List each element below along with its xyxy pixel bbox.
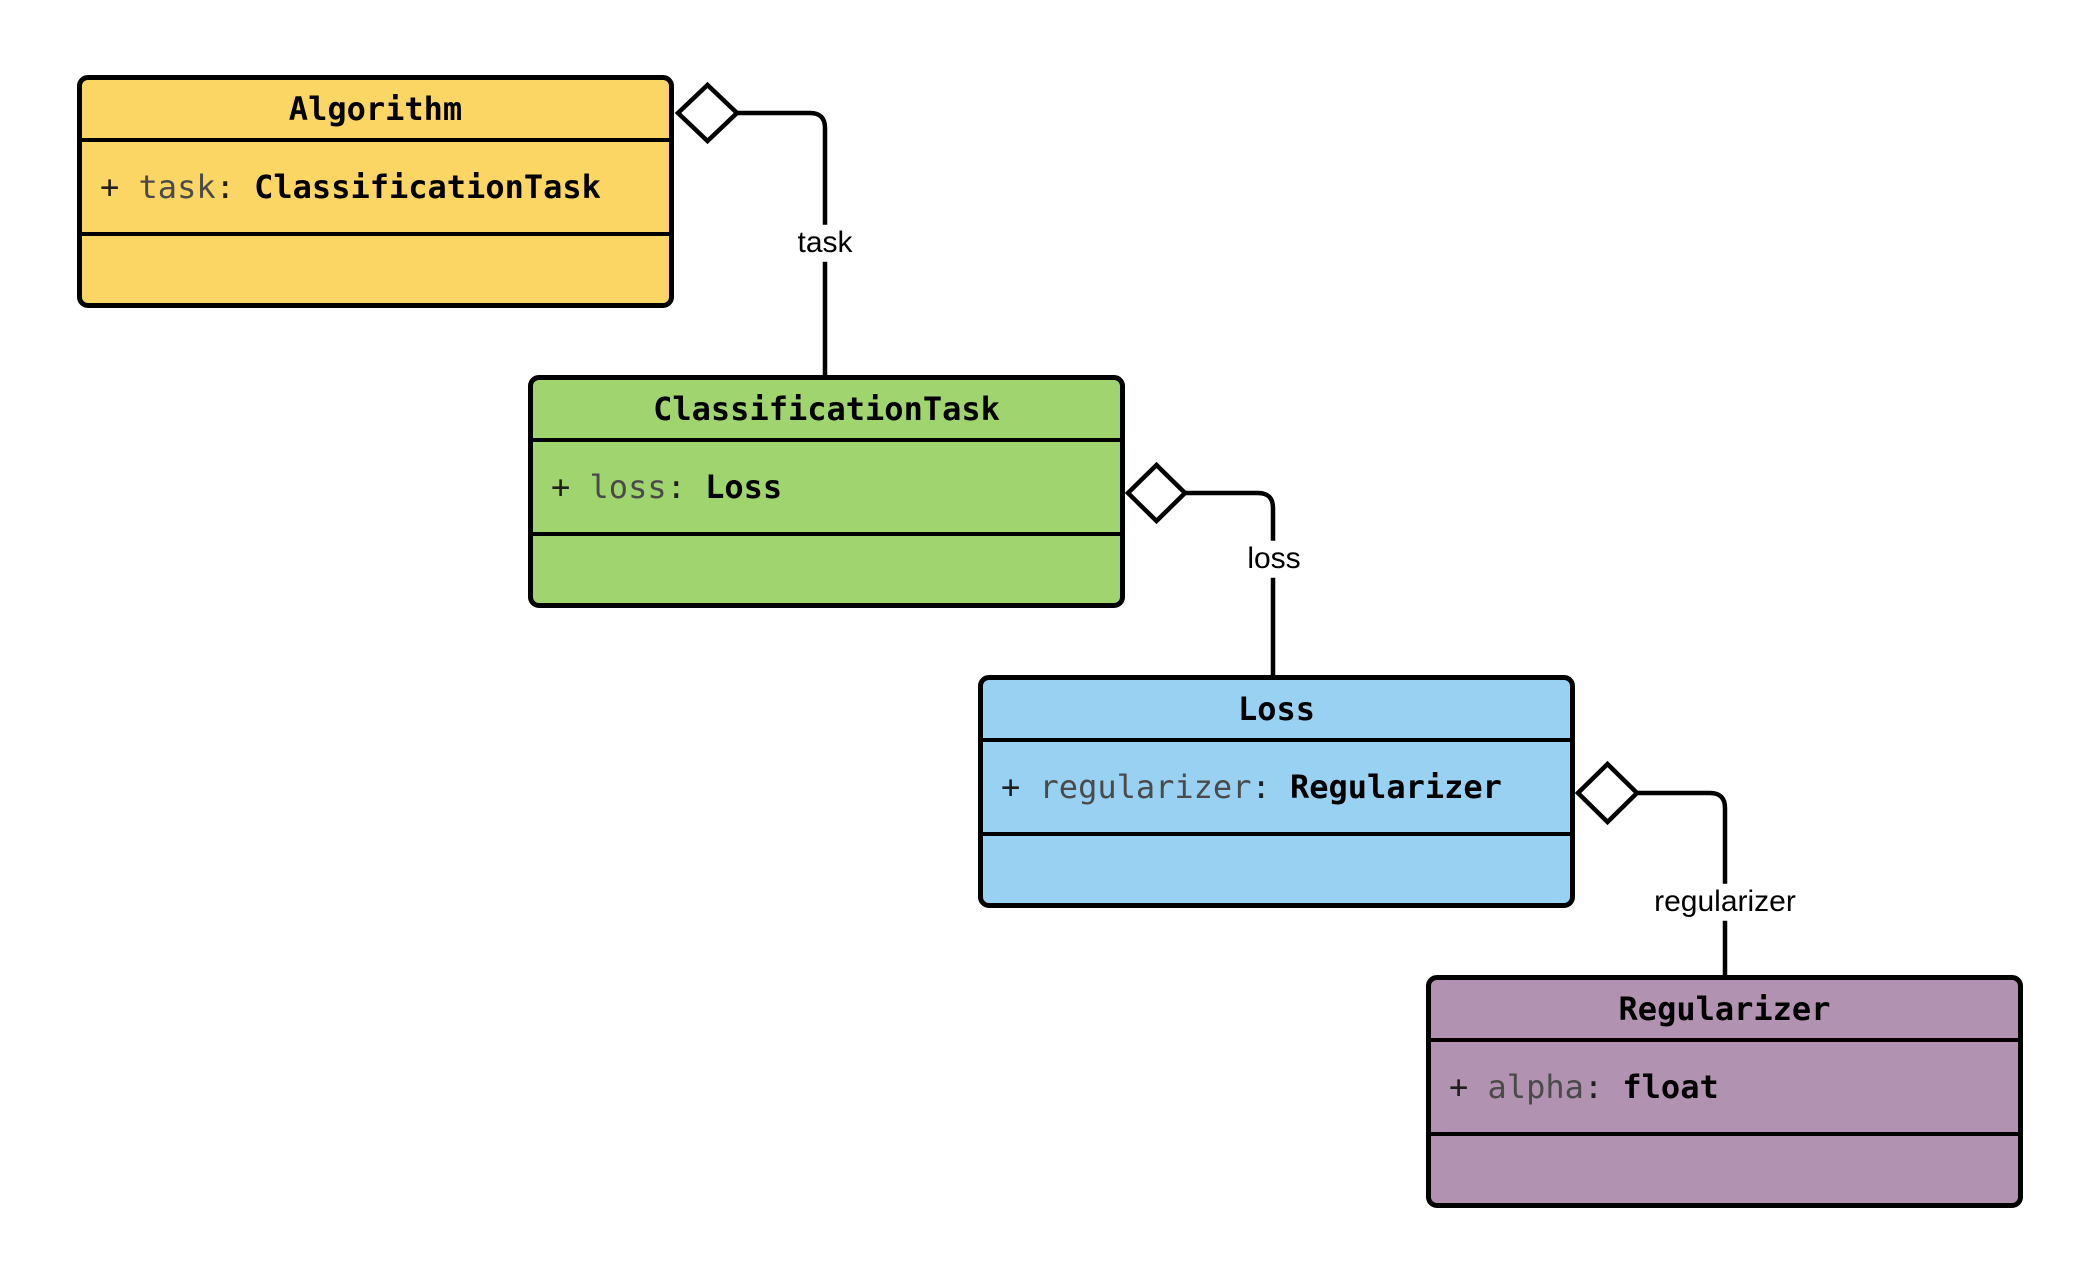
class-title: Loss [1237, 690, 1316, 728]
aggregation-edge-loss [1185, 490, 1276, 675]
class-box-algorithm: Algorithm + task: ClassificationTask [77, 75, 674, 308]
aggregation-edge-regularizer [1637, 790, 1728, 975]
class-box-classificationtask: ClassificationTask + loss: Loss [528, 375, 1125, 608]
class-attribute: + task: ClassificationTask [82, 138, 669, 232]
attribute-visibility: + [1001, 768, 1040, 806]
attribute-separator: : [1251, 768, 1290, 806]
attribute-name: loss [589, 468, 667, 506]
class-title: ClassificationTask [653, 390, 1000, 428]
attribute-type: Regularizer [1289, 768, 1502, 806]
attribute-separator: : [1583, 1068, 1623, 1106]
edge-label-loss: loss [1241, 540, 1307, 578]
class-attribute: + regularizer: Regularizer [983, 738, 1570, 832]
class-attribute: + loss: Loss [533, 438, 1120, 532]
attribute-visibility: + [1449, 1068, 1488, 1106]
edge-label-regularizer: regularizer [1648, 883, 1802, 921]
class-title: Regularizer [1618, 990, 1831, 1028]
attribute-type: Loss [705, 468, 783, 506]
class-methods-compartment [983, 832, 1570, 903]
attribute-separator: : [666, 468, 706, 506]
attribute-name: task [138, 168, 216, 206]
attribute-type: ClassificationTask [254, 168, 601, 206]
aggregation-diamond-icon [1124, 461, 1189, 525]
attribute-name: alpha [1487, 1068, 1584, 1106]
attribute-visibility: + [551, 468, 590, 506]
attribute-visibility: + [100, 168, 139, 206]
class-box-loss: Loss + regularizer: Regularizer [978, 675, 1575, 908]
attribute-type: float [1622, 1068, 1719, 1106]
attribute-separator: : [215, 168, 255, 206]
attribute-name: regularizer [1039, 768, 1252, 806]
aggregation-diamond-icon [674, 81, 741, 145]
aggregation-diamond-icon [1574, 760, 1641, 826]
class-attribute: + alpha: float [1431, 1038, 2018, 1132]
class-box-regularizer: Regularizer + alpha: float [1426, 975, 2023, 1208]
class-methods-compartment [1431, 1132, 2018, 1203]
class-title: Algorithm [288, 90, 463, 128]
aggregation-edge-task [737, 110, 828, 375]
class-methods-compartment [533, 532, 1120, 603]
class-methods-compartment [82, 232, 669, 303]
edge-label-task: task [791, 224, 859, 262]
